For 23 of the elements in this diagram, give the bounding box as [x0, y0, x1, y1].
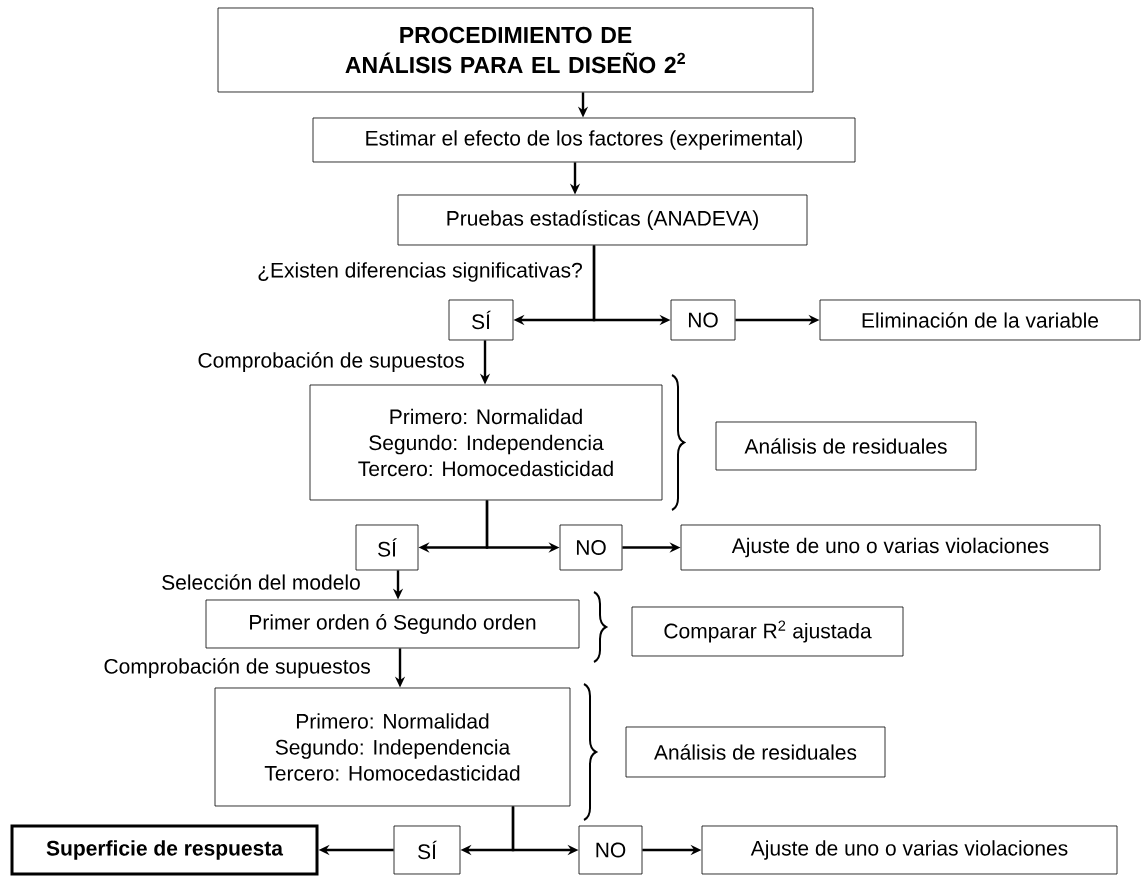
step-label: Comprobación de supuestos [198, 352, 464, 372]
criteria-box: Primero: Normalidad Segundo: Independencia Tercero: Homocedasticidad [309, 384, 663, 501]
note-box: Análisis de residuales [625, 726, 886, 778]
process-box: Primer orden ó Segundo orden [205, 599, 580, 649]
answer-box: SÍ [355, 524, 419, 571]
step-label: Comprobación de supuestos [104, 658, 370, 678]
note-box: Comparar R$^{2}$ ajustada [631, 606, 904, 657]
process-box: Ajuste de uno o varias violaciones [680, 524, 1101, 571]
answer-box: NO [559, 524, 623, 571]
answer-box: NO [670, 299, 736, 341]
process-box: Pruebas estadísticas (ANADEVA) [397, 194, 808, 246]
step-label: Selección del modelo [162, 574, 360, 590]
title-box: PROCEDIMIENTO DE ANÁLISIS PARA EL DISEÑO 2$^{2}$ [217, 7, 814, 93]
note-box: Análisis de residuales [715, 421, 977, 471]
answer-box: NO [578, 825, 643, 875]
result-box: Superficie de respuesta [10, 824, 319, 876]
step-label: ¿Existen diferencias significativas? [258, 262, 582, 282]
answer-box: SÍ [448, 299, 514, 341]
criteria-box: Primero: Normalidad Segundo: Independencia Tercero: Homocedasticidad [214, 687, 571, 807]
process-box: Estimar el efecto de los factores (experimental) [312, 117, 856, 163]
process-box: Eliminación de la variable [819, 299, 1141, 341]
answer-box: SÍ [393, 825, 461, 875]
process-box: Ajuste de uno o varias violaciones [701, 825, 1118, 875]
